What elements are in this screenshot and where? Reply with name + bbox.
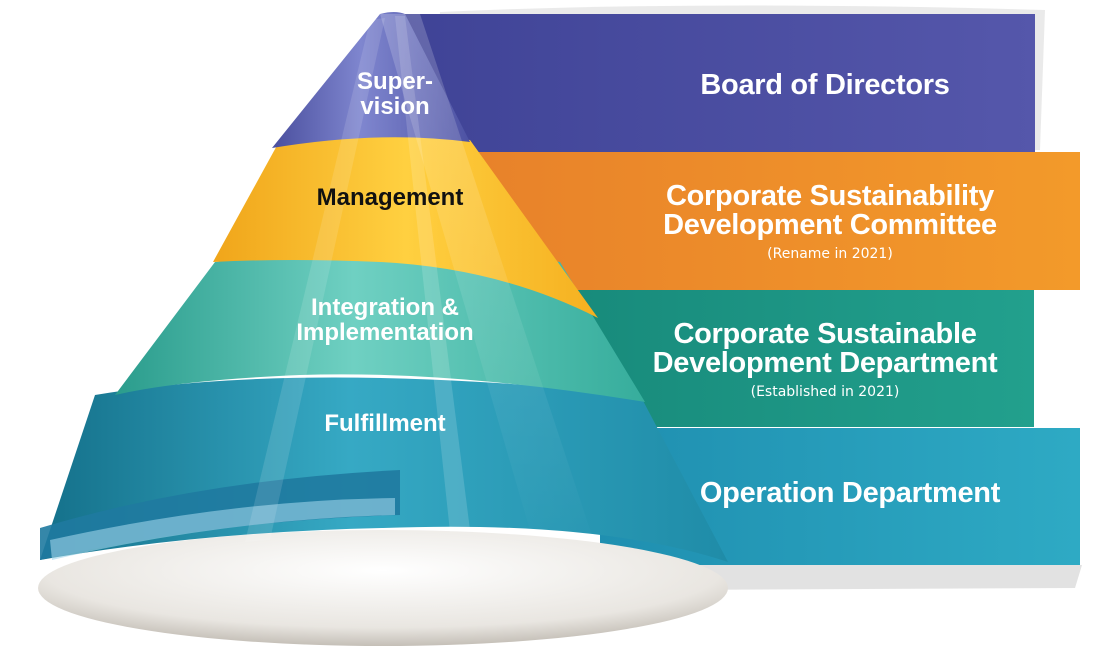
band-label-operation-text: Operation Department — [699, 476, 1001, 509]
band-label-committee: Corporate Sustainability Development Com… — [630, 172, 1030, 272]
band-board — [395, 14, 1035, 153]
tier-label-integration-line1: Integration & — [311, 294, 459, 321]
band-label-committee-line1: Corporate Sustainability — [666, 180, 994, 212]
band-label-committee-line2: Development Committee — [663, 209, 997, 241]
tier-label-management-text: Management — [316, 183, 464, 211]
tier-label-supervision-line1: Super- — [356, 68, 433, 95]
band-label-department-line1: Corporate Sustainable — [673, 318, 977, 350]
tier-label-management: Management — [290, 180, 490, 214]
band-label-committee-note: (Rename in 2021) — [767, 246, 893, 262]
tier-label-integration-line2: Implementation — [296, 319, 474, 346]
tier-label-fulfillment-text: Fulfillment — [324, 409, 446, 437]
band-label-department: Corporate Sustainable Development Depart… — [640, 310, 1010, 410]
cone-base — [38, 530, 728, 646]
band-label-board: Board of Directors — [640, 60, 1010, 110]
tier-label-supervision: Super- vision — [340, 64, 450, 124]
tier-label-supervision-line2: vision — [360, 93, 430, 120]
band-committee — [478, 152, 1080, 290]
band-label-board-text: Board of Directors — [700, 68, 950, 101]
band-label-department-line2: Development Department — [652, 347, 998, 379]
tier-label-integration: Integration & Implementation — [270, 290, 500, 350]
tier-label-fulfillment: Fulfillment — [300, 408, 470, 438]
band-label-department-note: (Established in 2021) — [750, 384, 900, 400]
band-label-operation: Operation Department — [660, 468, 1040, 518]
